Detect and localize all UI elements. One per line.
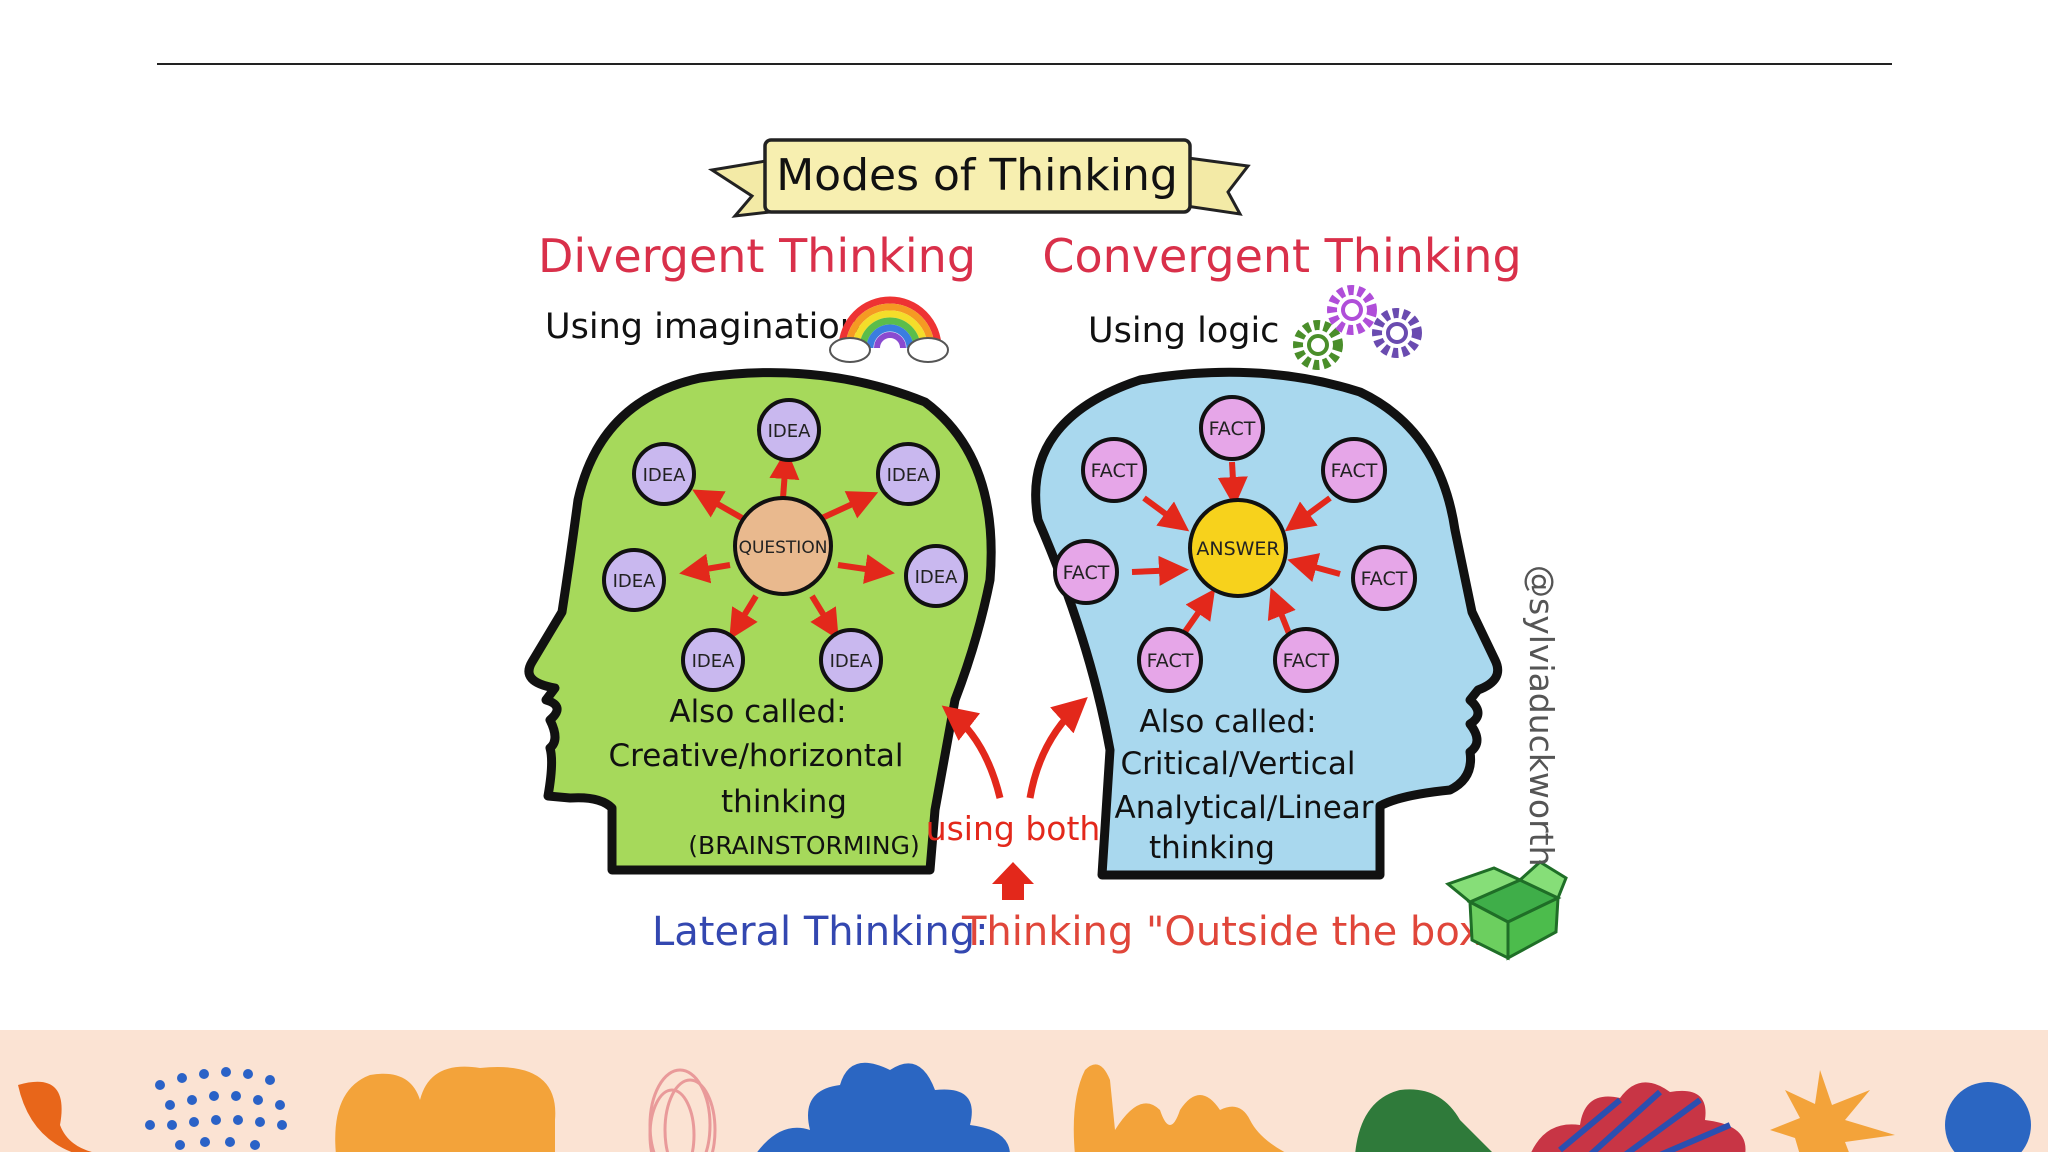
divergent-arrows bbox=[679, 449, 895, 640]
convergent-also-called-3: Analytical/Linear bbox=[1114, 790, 1373, 826]
idea-node: IDEA bbox=[904, 544, 968, 608]
green-blob-shape bbox=[1355, 1089, 1492, 1152]
idea-node: IDEA bbox=[819, 628, 883, 692]
svg-text:IDEA: IDEA bbox=[613, 571, 657, 592]
svg-text:IDEA: IDEA bbox=[915, 567, 959, 588]
fact-node: FACT bbox=[1137, 627, 1203, 693]
divergent-also-called-2: Creative/horizontal bbox=[608, 738, 903, 774]
divergent-heading: Divergent Thinking bbox=[538, 229, 976, 283]
divergent-subtitle: Using imagination bbox=[545, 307, 862, 347]
pink-scribble-shape bbox=[648, 1068, 717, 1152]
convergent-answer-node: ANSWER bbox=[1188, 498, 1288, 598]
svg-text:FACT: FACT bbox=[1091, 460, 1138, 482]
idea-node: IDEA bbox=[602, 548, 666, 612]
gears-icon bbox=[1293, 285, 1422, 370]
title-banner: Modes of Thinking bbox=[707, 138, 1251, 218]
blue-circle-shape bbox=[1945, 1082, 2031, 1152]
svg-text:IDEA: IDEA bbox=[830, 651, 874, 672]
red-striped-flower-shape bbox=[1531, 1082, 1746, 1152]
modes-of-thinking-diagram: Modes of Thinking Divergent Thinking Con… bbox=[524, 138, 1568, 961]
svg-text:FACT: FACT bbox=[1361, 568, 1408, 590]
convergent-also-called-2: Critical/Vertical bbox=[1121, 746, 1356, 782]
svg-text:FACT: FACT bbox=[1147, 650, 1194, 672]
fact-node: FACT bbox=[1351, 545, 1417, 611]
fact-node: FACT bbox=[1321, 437, 1387, 503]
banner-title: Modes of Thinking bbox=[776, 150, 1178, 201]
svg-text:QUESTION: QUESTION bbox=[739, 538, 828, 558]
author-credit: @sylviaduckworth bbox=[1522, 565, 1561, 867]
convergent-subtitle: Using logic bbox=[1088, 311, 1279, 351]
using-both-label: using both bbox=[926, 809, 1101, 848]
rainbow-icon bbox=[829, 296, 949, 363]
orange-striped-shape bbox=[1073, 1064, 1285, 1152]
convergent-also-called-4: thinking bbox=[1149, 830, 1275, 866]
idea-node: IDEA bbox=[681, 628, 745, 692]
svg-text:IDEA: IDEA bbox=[768, 421, 812, 442]
open-box-icon bbox=[1444, 860, 1568, 961]
divergent-also-called-3: thinking bbox=[721, 784, 847, 820]
up-arrow-icon bbox=[992, 862, 1034, 900]
convergent-heading: Convergent Thinking bbox=[1042, 229, 1521, 283]
convergent-arrows bbox=[1131, 461, 1341, 638]
svg-text:FACT: FACT bbox=[1283, 650, 1330, 672]
svg-text:IDEA: IDEA bbox=[692, 651, 736, 672]
convergent-also-called-1: Also called: bbox=[1139, 704, 1316, 740]
fact-node: FACT bbox=[1273, 627, 1339, 693]
svg-text:FACT: FACT bbox=[1063, 562, 1110, 584]
fact-node: FACT bbox=[1053, 539, 1119, 605]
decorative-shapes bbox=[18, 1062, 2031, 1152]
top-divider-line bbox=[157, 63, 1892, 65]
svg-text:IDEA: IDEA bbox=[643, 465, 687, 486]
orange-crescent-shape bbox=[18, 1081, 93, 1152]
divergent-also-called-4: (BRAINSTORMING) bbox=[688, 831, 919, 860]
lateral-thinking-label: Lateral Thinking: bbox=[652, 909, 989, 955]
svg-text:FACT: FACT bbox=[1331, 460, 1378, 482]
svg-text:IDEA: IDEA bbox=[887, 465, 931, 486]
orange-starburst-shape bbox=[1770, 1070, 1895, 1152]
divergent-also-called-1: Also called: bbox=[669, 694, 846, 730]
convergent-head-shape bbox=[1031, 367, 1503, 880]
svg-text:ANSWER: ANSWER bbox=[1196, 538, 1279, 560]
blue-flower-shape bbox=[757, 1062, 1010, 1152]
svg-text:FACT: FACT bbox=[1209, 418, 1256, 440]
orange-blob-shape bbox=[335, 1066, 556, 1152]
divergent-question-node: QUESTION bbox=[733, 496, 833, 596]
idea-node: IDEA bbox=[632, 442, 696, 506]
blue-dot-cluster bbox=[145, 1067, 287, 1150]
decorative-footer bbox=[0, 1030, 2048, 1152]
idea-node: IDEA bbox=[757, 398, 821, 462]
fact-node: FACT bbox=[1199, 395, 1265, 461]
using-both-arrows bbox=[941, 696, 1088, 799]
outside-the-box-text: Thinking "Outside the box" bbox=[961, 909, 1501, 955]
idea-node: IDEA bbox=[876, 442, 940, 506]
fact-node: FACT bbox=[1081, 437, 1147, 503]
